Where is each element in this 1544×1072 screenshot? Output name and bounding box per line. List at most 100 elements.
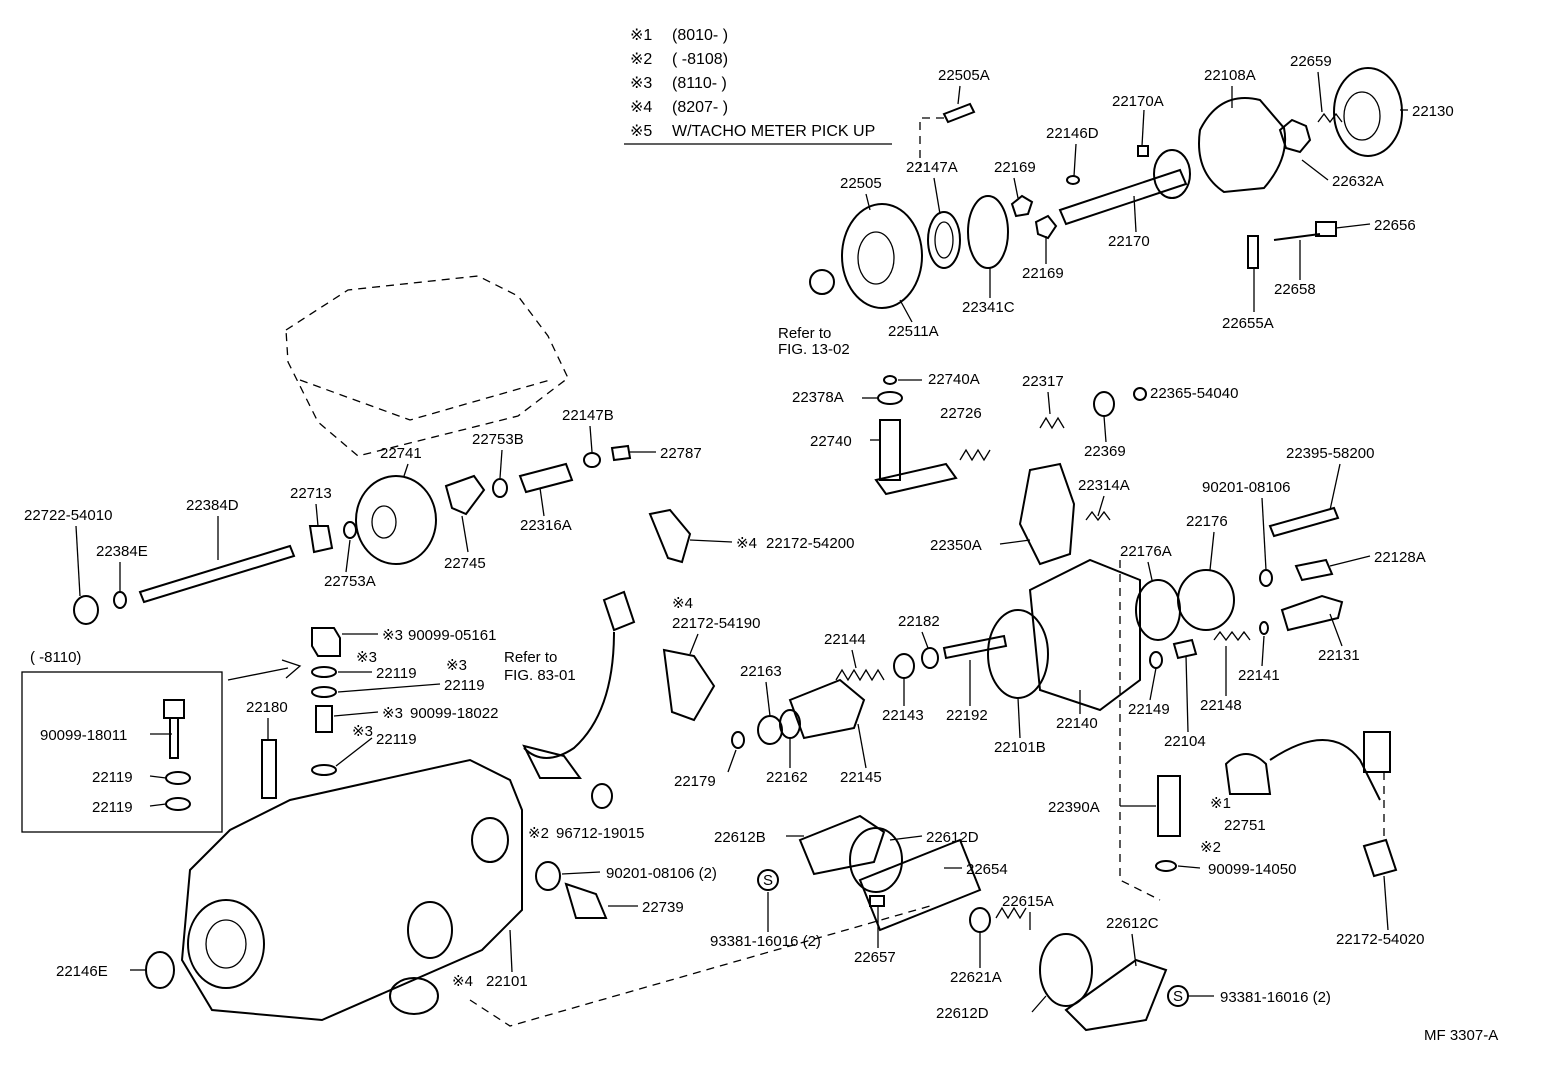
label-22505A: 22505A	[938, 67, 990, 84]
label-22131: 22131	[1318, 647, 1360, 664]
legend-mark-5: ※5	[630, 123, 652, 140]
label-22726: 22726	[940, 405, 982, 422]
label-22130: 22130	[1412, 103, 1454, 120]
spring-22144	[835, 668, 885, 682]
gear-22741	[355, 475, 437, 565]
label-22505: 22505	[840, 175, 882, 192]
label-22119b: 22119	[444, 677, 485, 694]
spring-22726	[959, 448, 991, 462]
sensor-group	[1119, 560, 1398, 901]
cover-22130	[1333, 67, 1403, 157]
label-refer83a: Refer to	[504, 649, 557, 666]
mark-3a: ※3	[382, 627, 403, 644]
label-22170A: 22170A	[1112, 93, 1164, 110]
sensor-body	[522, 744, 582, 779]
label-22176A: 22176A	[1120, 543, 1172, 560]
cap-22751	[1224, 753, 1272, 795]
label-22172-54190: 22172-54190	[672, 615, 760, 632]
label-22104: 22104	[1164, 733, 1206, 750]
label-22350A: 22350A	[930, 537, 982, 554]
label-22108A: 22108A	[1204, 67, 1256, 84]
legend-text-4: (8207- )	[672, 99, 728, 116]
plate-22169b	[1034, 214, 1058, 240]
label-22740A: 22740A	[928, 371, 980, 388]
ring-22162	[779, 709, 801, 739]
label-22169b: 22169	[1022, 265, 1064, 282]
pin-22658	[1273, 233, 1321, 241]
label-22169a: 22169	[994, 159, 1036, 176]
mark-2b: ※2	[528, 825, 549, 842]
label-22317: 22317	[1022, 373, 1064, 390]
washer-22147A	[927, 211, 961, 269]
label-22192: 22192	[946, 707, 988, 724]
ring-22147B	[583, 452, 601, 468]
cover-outline	[285, 275, 569, 457]
label-refer13b: FIG. 13-02	[778, 341, 850, 358]
valve-90099-18022	[315, 705, 333, 733]
label-90201a: 90201-08106	[1202, 479, 1290, 496]
label-22170: 22170	[1108, 233, 1150, 250]
oring-22176A	[1135, 579, 1181, 641]
label-90099-05161: 90099-05161	[408, 627, 496, 644]
label-22143: 22143	[882, 707, 924, 724]
figure-id: MF 3307-A	[1424, 1027, 1498, 1044]
connector-22172-54020	[1363, 731, 1391, 773]
label-22656: 22656	[1374, 217, 1416, 234]
plate-22341C	[967, 195, 1009, 269]
plug-22176	[1177, 569, 1235, 631]
legend-mark-3: ※3	[630, 75, 652, 92]
body-outline	[180, 758, 523, 1022]
connector	[602, 590, 636, 632]
ring-22621A	[969, 907, 991, 933]
label-22751: 22751	[1224, 817, 1266, 834]
label-90201b: 90201-08106 (2)	[606, 865, 717, 882]
label-22365: 22365-54040	[1150, 385, 1238, 402]
plug-group	[261, 627, 341, 799]
part-22182	[921, 647, 939, 669]
part-22149	[1149, 651, 1163, 669]
part-22104	[1172, 638, 1198, 660]
ring-22365	[1133, 387, 1147, 401]
label-22713: 22713	[290, 485, 332, 502]
label-22612D2: 22612D	[936, 1005, 989, 1022]
legend-mark-4: ※4	[630, 99, 652, 116]
label-22341C: 22341C	[962, 299, 1015, 316]
label-22741: 22741	[380, 445, 422, 462]
label-22147A: 22147A	[906, 159, 958, 176]
label-22148: 22148	[1200, 697, 1242, 714]
s-mark-a-label: S	[763, 872, 773, 889]
label-22657: 22657	[854, 949, 896, 966]
label-22654: 22654	[966, 861, 1008, 878]
label-22395: 22395-58200	[1286, 445, 1374, 462]
spring-22148	[1213, 630, 1251, 642]
label-22146D: 22146D	[1046, 125, 1099, 142]
oring-22612D	[849, 827, 903, 893]
label-22179: 22179	[674, 773, 716, 790]
label-22658: 22658	[1274, 281, 1316, 298]
label-22753A: 22753A	[324, 573, 376, 590]
label-22621A: 22621A	[950, 969, 1002, 986]
plate-22169a	[1010, 194, 1034, 218]
mark-3b: ※3	[356, 649, 377, 666]
inset-frame	[21, 671, 223, 833]
label-22182: 22182	[898, 613, 940, 630]
label-22119c: 22119	[376, 731, 417, 748]
label-22176: 22176	[1186, 513, 1228, 530]
part-22378A	[877, 391, 903, 405]
washer-22753B	[492, 478, 508, 498]
label-22369: 22369	[1084, 443, 1126, 460]
label-22753B: 22753B	[472, 431, 524, 448]
label-96712: 96712-19015	[556, 825, 644, 842]
mark-4b: ※4	[672, 595, 693, 612]
part-22143	[893, 653, 915, 679]
label-22740: 22740	[810, 433, 852, 450]
clip-22146D	[1066, 175, 1080, 185]
part-22740	[879, 419, 901, 481]
mark-4a: ※4	[736, 535, 757, 552]
holder-22108A	[1198, 97, 1287, 194]
label-22162: 22162	[766, 769, 808, 786]
label-22390A: 22390A	[1048, 799, 1100, 816]
spring-22615A	[995, 906, 1027, 920]
